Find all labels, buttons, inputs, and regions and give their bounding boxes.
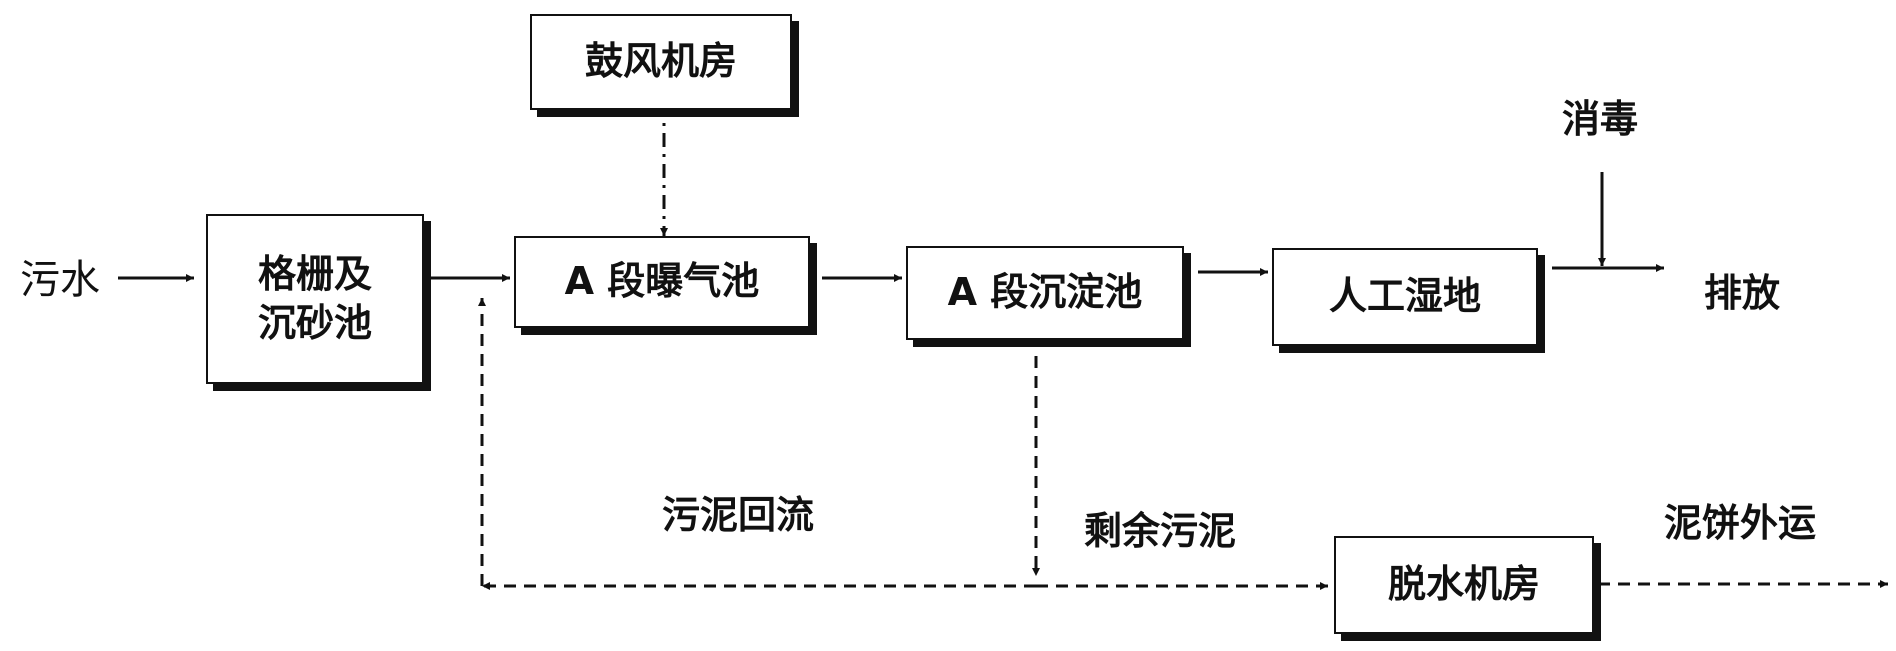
node-a-settling-label: A 段沉淀池 bbox=[947, 270, 1143, 315]
node-a-aeration-tank: A 段曝气池 bbox=[514, 236, 810, 328]
node-screen-grit-line2: 沉砂池 bbox=[257, 301, 372, 345]
node-a-settling-tank: A 段沉淀池 bbox=[906, 246, 1184, 340]
label-discharge: 排放 bbox=[1704, 271, 1781, 315]
node-blower-room: 鼓风机房 bbox=[530, 14, 792, 110]
node-wetland-label: 人工湿地 bbox=[1328, 274, 1481, 319]
label-sewage: 污水 bbox=[20, 257, 100, 303]
node-screen-grit-chamber: 格栅及 沉砂池 bbox=[206, 214, 424, 384]
node-dewatering-label: 脱水机房 bbox=[1387, 562, 1540, 607]
node-screen-grit-line1: 格栅及 bbox=[257, 251, 372, 296]
node-blower-room-label: 鼓风机房 bbox=[584, 39, 737, 84]
node-constructed-wetland: 人工湿地 bbox=[1272, 248, 1538, 346]
label-sludge-return: 污泥回流 bbox=[662, 493, 815, 537]
node-a-aeration-label: A 段曝气池 bbox=[564, 259, 760, 304]
label-excess-sludge: 剩余污泥 bbox=[1084, 509, 1237, 553]
label-sludge-cake-out: 泥饼外运 bbox=[1664, 501, 1817, 545]
label-disinfection: 消毒 bbox=[1562, 97, 1639, 141]
node-dewatering-room: 脱水机房 bbox=[1334, 536, 1594, 634]
